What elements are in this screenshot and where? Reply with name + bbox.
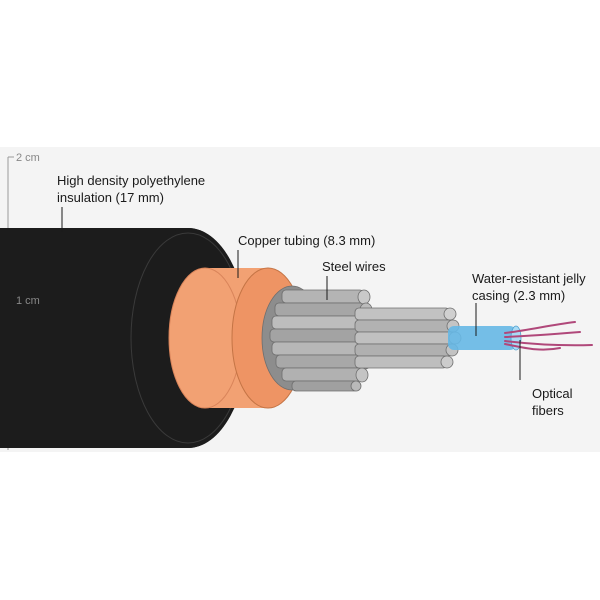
label-jelly-casing: Water-resistant jelly casing (2.3 mm) [472,271,586,303]
leader-lines [61,207,521,380]
steel-wires-bundle [261,285,462,392]
label-copper-tubing: Copper tubing (8.3 mm) [238,233,376,248]
label-optical-fibers: Optical fibers [532,386,573,418]
scale-label-2cm: 2 cm [16,152,40,164]
optical-fibers [504,321,593,351]
label-insulation: High density polyethylene insulation (17… [57,173,206,205]
jelly-casing-layer [448,325,522,351]
scale-label-1cm: 1 cm [16,295,40,307]
label-steel-wires: Steel wires [322,259,386,274]
